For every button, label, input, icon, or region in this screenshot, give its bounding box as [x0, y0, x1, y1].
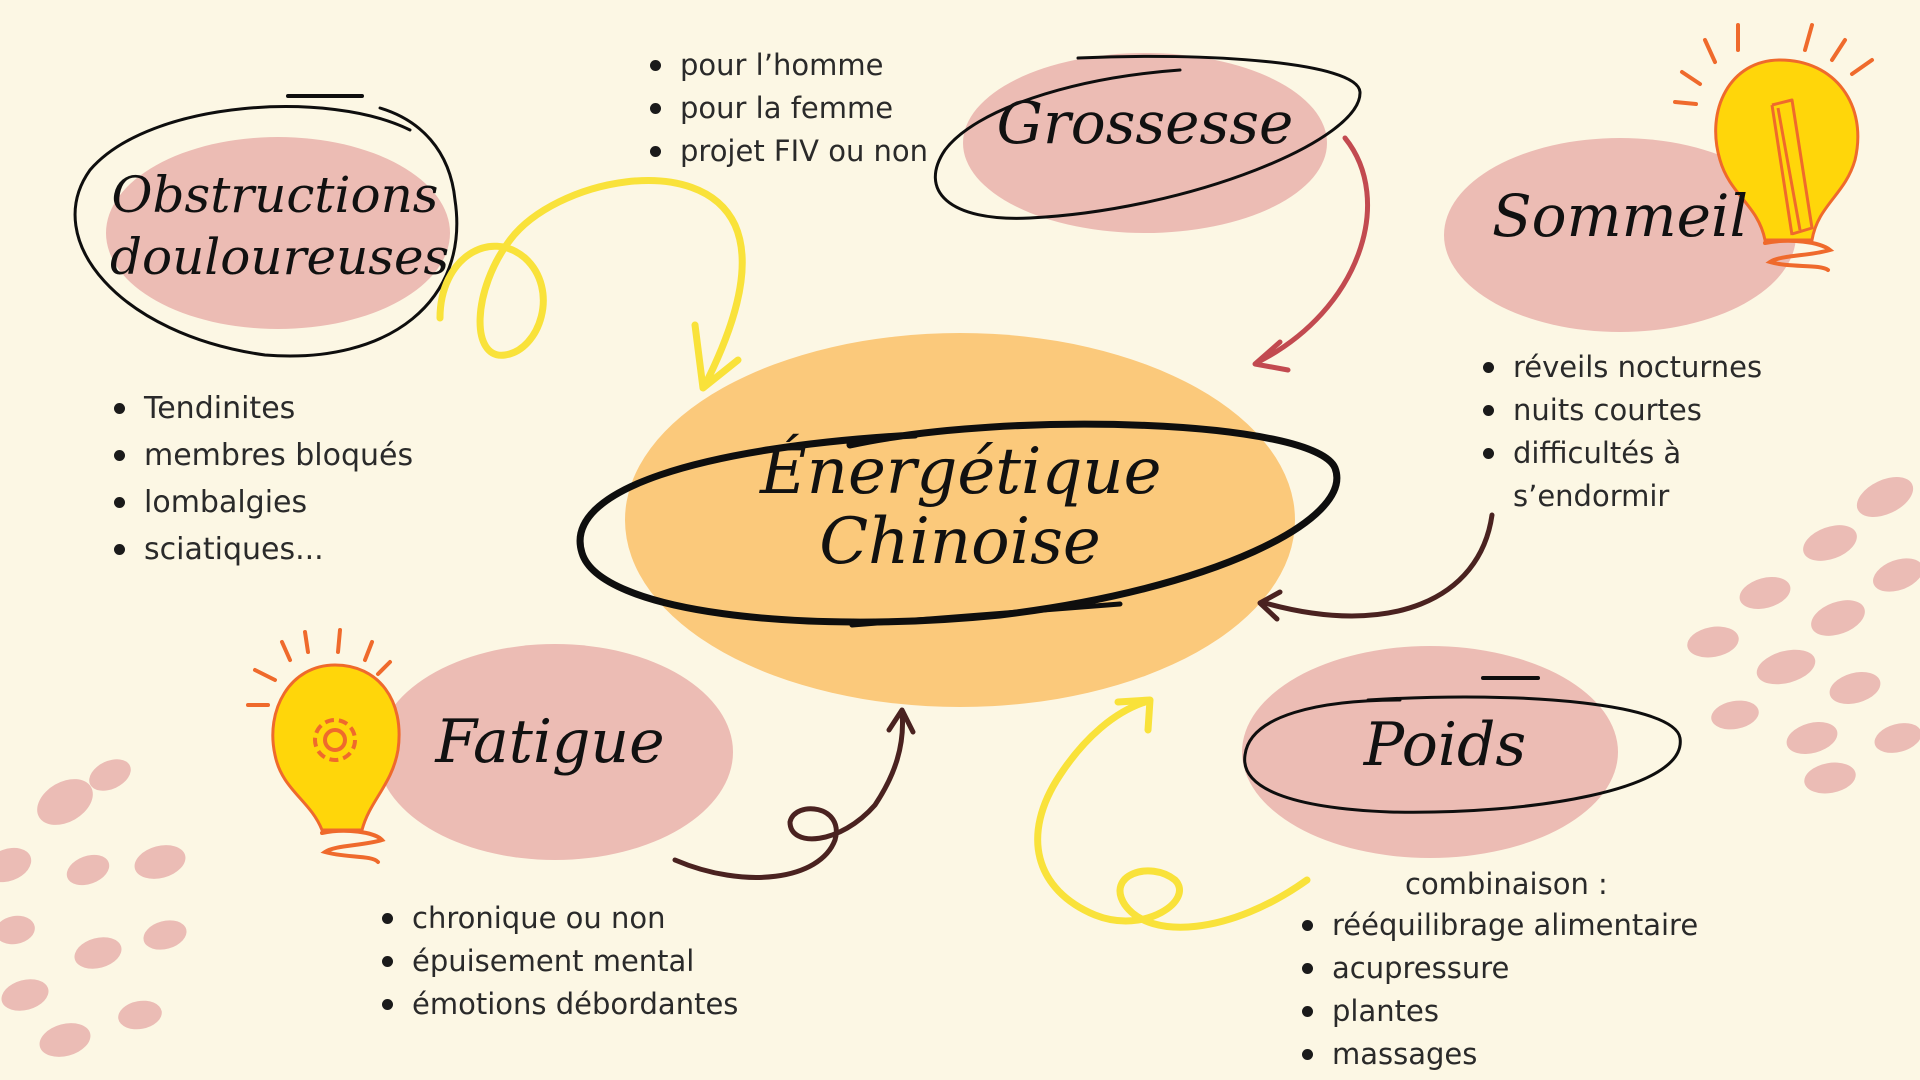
grossesse-list: pour l’homme pour la femme projet FIV ou… — [644, 44, 928, 173]
list-item: nuits courtes — [1477, 389, 1762, 432]
sommeil-blob — [1444, 138, 1796, 332]
obstructions-title-line2: douloureuses — [110, 228, 450, 286]
decorative-dots-right — [1687, 477, 1920, 794]
obstructions-title-line1: Obstructions — [111, 166, 439, 224]
arrow-poids-to-center — [1034, 698, 1311, 931]
list-item: difficultés à — [1477, 432, 1762, 475]
sommeil-list: réveils nocturnes nuits courtes difficul… — [1477, 346, 1762, 518]
obstructions-blob — [106, 137, 450, 329]
lightbulb-gear-icon — [246, 628, 401, 864]
decorative-dots-left — [0, 759, 187, 1057]
list-item: pour la femme — [644, 87, 928, 130]
center-underline-stroke — [849, 601, 1123, 628]
lightbulb-pencil-icon — [1673, 23, 1874, 272]
obstructions-circle-stroke — [73, 105, 459, 358]
list-item: sciatiques... — [108, 526, 413, 573]
arrowhead-fatigue — [886, 707, 916, 735]
list-item: rééquilibrage alimentaire — [1296, 904, 1698, 947]
poids-list: rééquilibrage alimentaire acupressure pl… — [1296, 904, 1698, 1076]
poids-intro: combinaison : — [1405, 867, 1608, 901]
list-item: projet FIV ou non — [644, 130, 928, 173]
grossesse-title: Grossesse — [996, 89, 1294, 157]
grossesse-blob — [963, 53, 1327, 233]
list-item: chronique ou non — [376, 897, 738, 940]
arrowhead-sommeil — [1257, 589, 1283, 622]
arrowhead-poids — [1114, 696, 1154, 734]
fatigue-list: chronique ou non épuisement mental émoti… — [376, 897, 738, 1026]
list-item: lombalgies — [108, 479, 413, 526]
arrowhead-obstructions — [691, 321, 742, 392]
arrow-fatigue-to-center — [672, 709, 905, 880]
sommeil-title: Sommeil — [1491, 182, 1749, 250]
obstructions-list: Tendinites membres bloqués lombalgies sc… — [108, 385, 413, 573]
grossesse-circle-stroke — [933, 54, 1362, 220]
arrow-sommeil-to-center — [1262, 512, 1495, 619]
arrowhead-grossesse — [1252, 339, 1291, 373]
fatigue-blob — [377, 644, 733, 860]
center-title-line1: Énergétique — [760, 435, 1162, 509]
poids-title: Poids — [1363, 710, 1527, 780]
poids-circle-stroke — [1243, 695, 1682, 814]
list-item: épuisement mental — [376, 940, 738, 983]
arrow-grossesse-to-center — [1255, 135, 1370, 365]
fatigue-title: Fatigue — [435, 707, 665, 777]
center-title-line2: Chinoise — [819, 505, 1101, 579]
list-item: membres bloqués — [108, 432, 413, 479]
list-item-continuation: s’endormir — [1513, 479, 1670, 513]
list-item: émotions débordantes — [376, 983, 738, 1026]
arrow-obstructions-to-center — [436, 177, 746, 389]
list-item: pour l’homme — [644, 44, 928, 87]
list-item: massages — [1296, 1033, 1698, 1076]
list-item: acupressure — [1296, 947, 1698, 990]
list-item: Tendinites — [108, 385, 413, 432]
list-item: réveils nocturnes — [1477, 346, 1762, 389]
list-item: plantes — [1296, 990, 1698, 1033]
